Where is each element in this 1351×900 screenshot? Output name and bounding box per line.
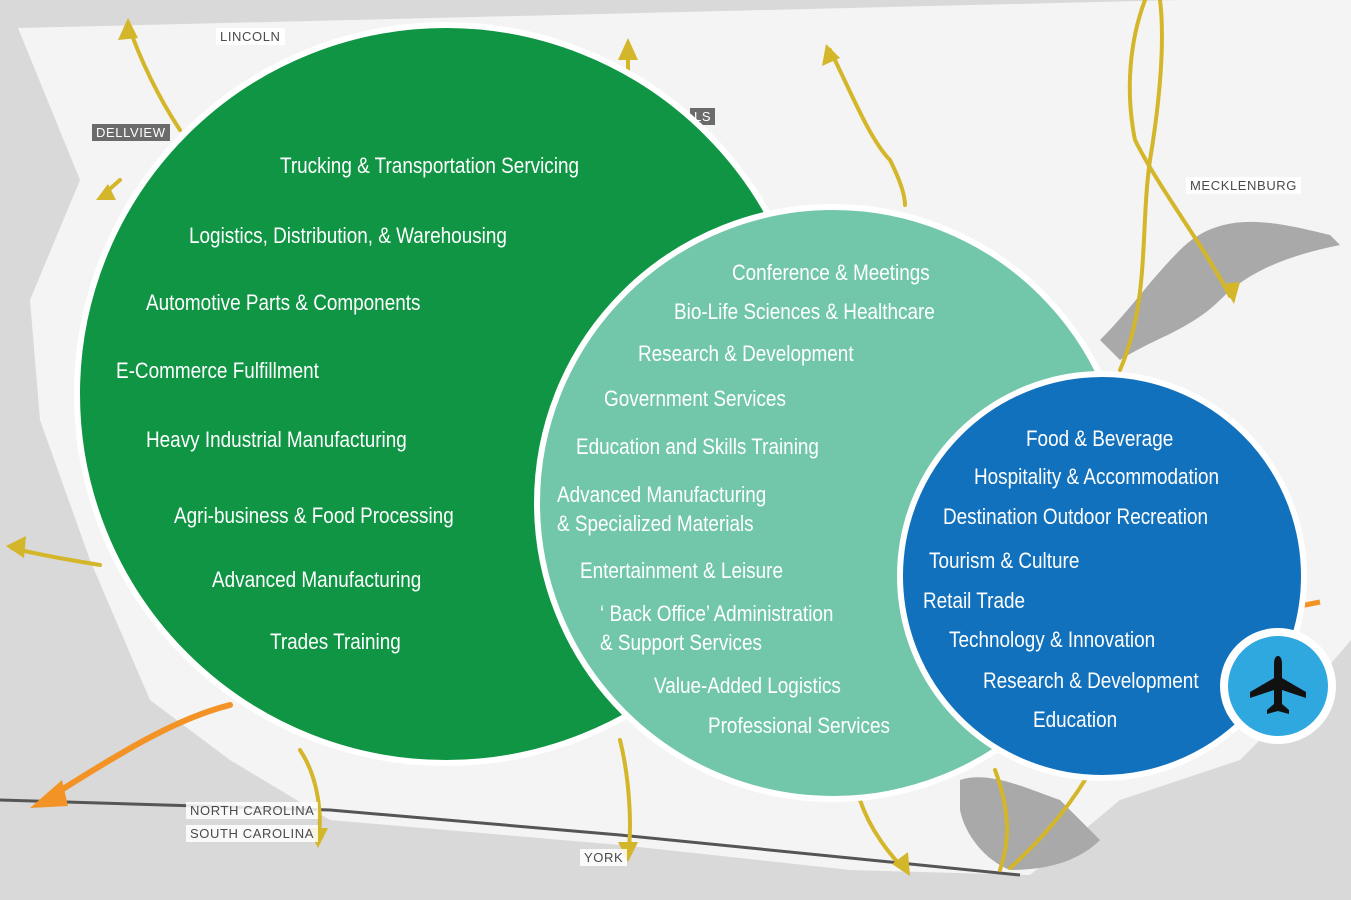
interstate-arrow xyxy=(30,780,68,808)
arrow-north xyxy=(618,38,638,60)
teal-sector-label: Entertainment & Leisure xyxy=(580,558,783,583)
teal-sector-label: Advanced Manufacturing xyxy=(557,482,767,507)
highway-south-4 xyxy=(993,768,1009,872)
green-sector-label: Logistics, Distribution, & Warehousing xyxy=(189,223,507,248)
arrow-north-2 xyxy=(822,44,840,66)
arrow-lincoln xyxy=(118,18,138,40)
arrow-south-2 xyxy=(618,842,638,862)
teal-sector-label: ‘ Back Office’ Administration xyxy=(600,601,834,626)
interstate xyxy=(42,702,233,803)
highway-south-5 xyxy=(1008,778,1087,870)
blue-sector-label: Food & Beverage xyxy=(1026,426,1174,451)
green-sector-label: E-Commerce Fulfillment xyxy=(116,358,319,383)
place-label-lincoln: LINCOLN xyxy=(216,28,285,45)
blue-sector-label: Tourism & Culture xyxy=(929,548,1080,573)
teal-sector-label: Research & Development xyxy=(638,341,854,366)
lake xyxy=(1100,221,1340,360)
green-sector-label: Trades Training xyxy=(270,629,401,654)
arrow-mecklenburg xyxy=(1222,282,1240,304)
place-label-south-carolina: SOUTH CAROLINA xyxy=(186,825,318,842)
arrow-west xyxy=(96,184,116,200)
highway-mecklenburg xyxy=(1127,0,1232,298)
place-label-mecklenburg: MECKLENBURG xyxy=(1186,177,1302,194)
highway-north-2 xyxy=(828,48,907,207)
teal-sector-label: & Support Services xyxy=(600,630,762,655)
arrow-south-3 xyxy=(892,852,910,876)
teal-sector-label: Education and Skills Training xyxy=(576,434,819,459)
teal-sector-label: Government Services xyxy=(604,386,786,411)
green-sector-label: Advanced Manufacturing xyxy=(212,567,422,592)
arrow-southwest xyxy=(6,536,26,558)
place-label-north-carolina: NORTH CAROLINA xyxy=(186,802,319,819)
green-sector-label: Trucking & Transportation Servicing xyxy=(280,153,579,178)
green-sector-label: Heavy Industrial Manufacturing xyxy=(146,427,407,452)
blue-sector-label: Destination Outdoor Recreation xyxy=(943,504,1209,529)
blue-sector-label: Education xyxy=(1033,707,1118,732)
green-sector-label: Automotive Parts & Components xyxy=(146,290,421,315)
highway-mecklenburg-2 xyxy=(1118,0,1164,372)
teal-sector-label: & Specialized Materials xyxy=(557,511,754,536)
blue-sector-label: Technology & Innovation xyxy=(949,627,1156,652)
airport-circle xyxy=(1228,636,1328,736)
place-label-york: YORK xyxy=(580,849,628,866)
urban-area xyxy=(960,777,1100,870)
teal-sector-label: Value-Added Logistics xyxy=(654,673,841,698)
teal-sector-label: Conference & Meetings xyxy=(732,260,930,285)
blue-sector-label: Research & Development xyxy=(983,668,1199,693)
airport-badge xyxy=(1220,628,1336,744)
state-line xyxy=(0,798,1021,877)
blue-sector-label: Hospitality & Accommodation xyxy=(974,464,1220,489)
place-label-dellview: DELLVIEW xyxy=(92,124,170,141)
blue-sector-label: Retail Trade xyxy=(923,588,1026,613)
teal-sector-label: Bio-Life Sciences & Healthcare xyxy=(674,299,935,324)
airplane-icon xyxy=(1250,656,1306,714)
green-sector-label: Agri-business & Food Processing xyxy=(174,503,454,528)
teal-sector-label: Professional Services xyxy=(708,713,890,738)
